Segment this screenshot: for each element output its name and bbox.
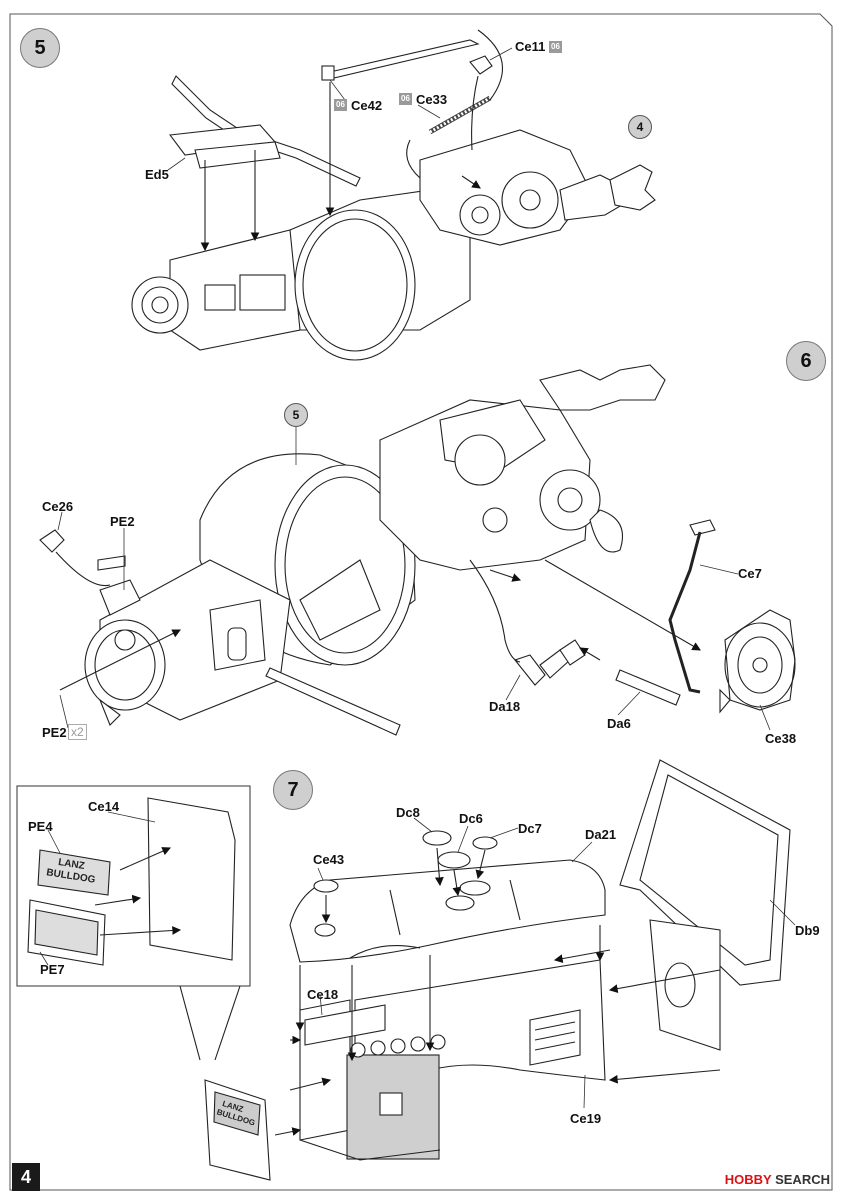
label-da21: Da21 bbox=[585, 827, 617, 842]
watermark-suffix: SEARCH bbox=[775, 1172, 830, 1187]
label-ce18: Ce18 bbox=[307, 987, 339, 1002]
label-db9: Db9 bbox=[795, 923, 820, 938]
label-pe7: PE7 bbox=[40, 962, 65, 977]
label-ce33: Ce33 bbox=[416, 92, 448, 107]
label-dc6: Dc6 bbox=[459, 811, 483, 826]
step6-assembly bbox=[39, 364, 796, 736]
watermark: HOBBY SEARCH bbox=[725, 1172, 830, 1187]
callout-ref-5: 5 bbox=[284, 403, 308, 427]
badge-ce11: 06 bbox=[549, 41, 562, 53]
step-number-7: 7 bbox=[273, 770, 313, 810]
label-ce42: Ce42 bbox=[351, 98, 383, 113]
label-ed5: Ed5 bbox=[145, 167, 169, 182]
quantity-x2: x2 bbox=[68, 724, 87, 740]
watermark-brand: HOBBY bbox=[724, 1172, 772, 1187]
label-da6: Da6 bbox=[607, 716, 631, 731]
callout-ref-4: 4 bbox=[628, 115, 652, 139]
label-pe2-bottom: PE2 bbox=[42, 725, 67, 740]
label-pe2-top: PE2 bbox=[110, 514, 135, 529]
label-ce14: Ce14 bbox=[88, 799, 120, 814]
label-ce26: Ce26 bbox=[42, 499, 74, 514]
label-ce38: Ce38 bbox=[765, 731, 797, 746]
page-number: 4 bbox=[12, 1163, 40, 1191]
step-number-5: 5 bbox=[20, 28, 60, 68]
label-pe4: PE4 bbox=[28, 819, 53, 834]
step-number-6: 6 bbox=[786, 341, 826, 381]
step7-assembly bbox=[16, 759, 791, 1181]
leader-lines bbox=[39, 47, 796, 1109]
page-border bbox=[9, 13, 833, 1191]
label-dc8: Dc8 bbox=[396, 805, 420, 820]
label-ce7: Ce7 bbox=[738, 566, 762, 581]
label-dc7: Dc7 bbox=[518, 821, 542, 836]
label-ce19: Ce19 bbox=[570, 1111, 602, 1126]
label-ce43: Ce43 bbox=[313, 852, 345, 867]
badge-ce33: 06 bbox=[399, 93, 412, 105]
label-da18: Da18 bbox=[489, 699, 521, 714]
badge-ce42: 06 bbox=[334, 99, 347, 111]
step5-assembly bbox=[131, 29, 656, 361]
label-ce11: Ce11 bbox=[515, 39, 546, 54]
